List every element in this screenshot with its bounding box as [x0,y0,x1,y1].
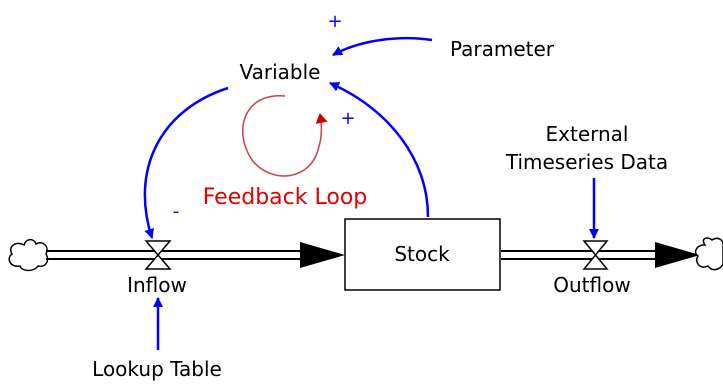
sink-cloud-icon [694,237,723,271]
parameter-variable-sign: + [327,11,342,32]
outflow-label: Outflow [553,273,630,297]
outflow-pipe [501,242,700,268]
stock-label: Stock [394,242,450,266]
stock-box[interactable] [344,218,501,291]
external-data-label-line2[interactable]: Timeseries Data [505,150,668,174]
source-cloud-icon [8,238,49,272]
variable-to-inflow-link [143,86,229,239]
parameter-to-variable-link [332,36,433,57]
inflow-valve-icon[interactable] [144,240,172,270]
feedback-loop-arrow-icon [242,95,328,177]
stock-to-variable-link [329,81,430,218]
lookup-table-label[interactable]: Lookup Table [92,357,222,381]
inflow-pipe [46,242,345,268]
feedback-loop-label: Feedback Loop [203,185,368,210]
external-data-label-line1[interactable]: External [546,122,629,146]
stock-variable-sign: + [340,108,355,129]
variable-inflow-sign: - [173,201,180,222]
outflow-arrowhead [655,242,700,268]
outflow-valve-icon[interactable] [582,240,609,270]
inflow-arrowhead [300,242,345,268]
variable-label[interactable]: Variable [240,60,321,84]
parameter-label[interactable]: Parameter [450,37,555,61]
inflow-label: Inflow [127,273,187,297]
